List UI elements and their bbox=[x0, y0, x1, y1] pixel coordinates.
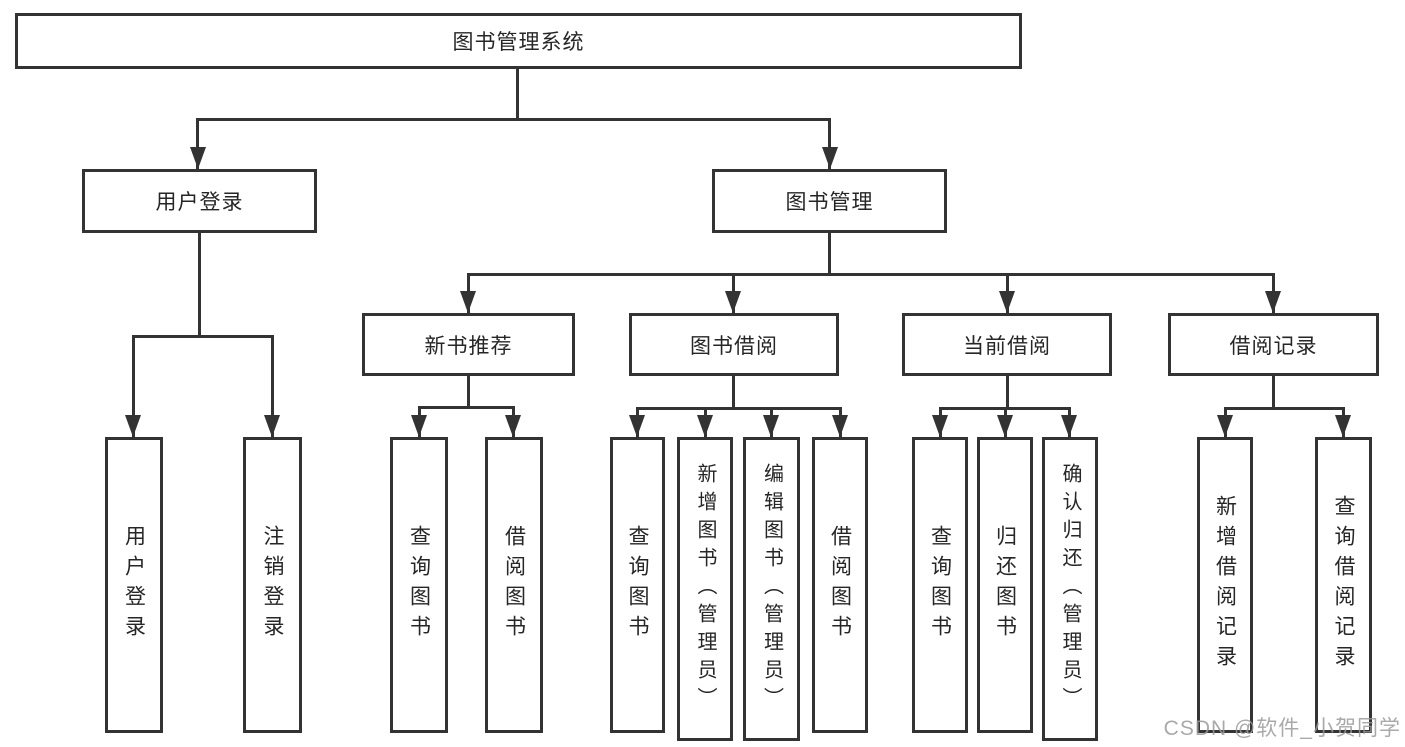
leaf-logout: 注销登录 bbox=[243, 437, 302, 733]
leaf-edit-book-admin: 编辑图书（管理员） bbox=[743, 437, 800, 741]
node-book-management: 图书管理 bbox=[712, 169, 947, 233]
arrow-down-icon bbox=[629, 415, 645, 437]
connector-line bbox=[418, 406, 515, 409]
arrow-down-icon bbox=[264, 415, 280, 437]
connector-line bbox=[516, 69, 519, 118]
connector-line bbox=[198, 233, 201, 335]
connector-line bbox=[1272, 376, 1275, 407]
connector-line bbox=[132, 335, 274, 338]
arrow-down-icon bbox=[999, 291, 1015, 313]
arrow-down-icon bbox=[932, 415, 948, 437]
node-borrowing-records: 借阅记录 bbox=[1168, 313, 1379, 376]
connector-line bbox=[467, 376, 470, 406]
leaf-label: 查询图书 bbox=[626, 525, 649, 645]
connector-line bbox=[1006, 376, 1009, 407]
arrow-down-icon bbox=[411, 415, 427, 437]
leaf-borrow-books-recommend: 借阅图书 bbox=[485, 437, 543, 733]
arrow-down-icon bbox=[190, 147, 206, 169]
leaf-label: 查询图书 bbox=[928, 525, 952, 645]
node-label: 借阅记录 bbox=[1229, 334, 1318, 358]
connector-line bbox=[636, 407, 841, 410]
leaf-query-borrow-record: 查询借阅记录 bbox=[1315, 437, 1372, 733]
node-label: 当前借阅 bbox=[963, 334, 1051, 358]
leaf-borrow-books: 借阅图书 bbox=[812, 437, 868, 733]
leaf-add-borrow-record: 新增借阅记录 bbox=[1197, 437, 1253, 733]
arrow-down-icon bbox=[997, 415, 1013, 437]
leaf-query-books-current: 查询图书 bbox=[912, 437, 968, 733]
arrow-down-icon bbox=[460, 291, 476, 313]
arrow-down-icon bbox=[505, 415, 521, 437]
node-book-borrowing: 图书借阅 bbox=[629, 313, 839, 376]
leaf-label: 新增图书（管理员） bbox=[694, 463, 716, 715]
leaf-confirm-return-admin: 确认归还（管理员） bbox=[1042, 437, 1098, 741]
node-current-borrowing: 当前借阅 bbox=[902, 313, 1112, 376]
leaf-label: 借阅图书 bbox=[502, 525, 526, 645]
node-user-login: 用户登录 bbox=[82, 169, 317, 233]
leaf-user-login: 用户登录 bbox=[105, 437, 163, 733]
arrow-down-icon bbox=[1335, 415, 1351, 437]
connector-line bbox=[467, 273, 1275, 276]
node-label: 图书借阅 bbox=[690, 334, 778, 358]
connector-line bbox=[828, 233, 831, 273]
connector-line bbox=[196, 118, 831, 121]
leaf-query-books-borrow: 查询图书 bbox=[610, 437, 665, 733]
connector-line bbox=[732, 376, 735, 407]
connector-line bbox=[132, 335, 135, 437]
connector-line bbox=[1224, 407, 1344, 410]
leaf-label: 借阅图书 bbox=[828, 525, 852, 645]
node-label: 图书管理 bbox=[785, 191, 874, 214]
node-label: 用户登录 bbox=[155, 191, 244, 214]
arrow-down-icon bbox=[822, 147, 838, 169]
arrow-down-icon bbox=[697, 415, 713, 437]
connector-line bbox=[196, 118, 199, 169]
leaf-label: 归还图书 bbox=[993, 525, 1017, 645]
leaf-label: 注销登录 bbox=[261, 525, 284, 645]
leaf-label: 用户登录 bbox=[122, 525, 146, 645]
arrow-down-icon bbox=[763, 415, 779, 437]
arrow-down-icon bbox=[125, 415, 141, 437]
connector-line bbox=[828, 118, 831, 169]
leaf-label: 编辑图书（管理员） bbox=[760, 463, 783, 715]
arrow-down-icon bbox=[1265, 291, 1281, 313]
node-label: 新书推荐 bbox=[424, 334, 513, 358]
leaf-label: 查询图书 bbox=[407, 525, 431, 645]
arrow-down-icon bbox=[832, 415, 848, 437]
arrow-down-icon bbox=[1217, 415, 1233, 437]
leaf-label: 确认归还（管理员） bbox=[1059, 463, 1081, 715]
node-library-management-system: 图书管理系统 bbox=[15, 13, 1022, 69]
leaf-label: 新增借阅记录 bbox=[1213, 495, 1237, 675]
connector-line bbox=[271, 335, 274, 437]
node-label: 图书管理系统 bbox=[452, 31, 585, 54]
watermark: CSDN @软件_小贺同学 bbox=[1163, 717, 1401, 740]
node-new-book-recommend: 新书推荐 bbox=[362, 313, 575, 376]
leaf-add-book-admin: 新增图书（管理员） bbox=[677, 437, 733, 741]
leaf-label: 查询借阅记录 bbox=[1332, 495, 1355, 675]
leaf-return-books: 归还图书 bbox=[977, 437, 1033, 733]
leaf-query-books-recommend: 查询图书 bbox=[390, 437, 448, 733]
arrow-down-icon bbox=[725, 291, 741, 313]
arrow-down-icon bbox=[1061, 415, 1077, 437]
